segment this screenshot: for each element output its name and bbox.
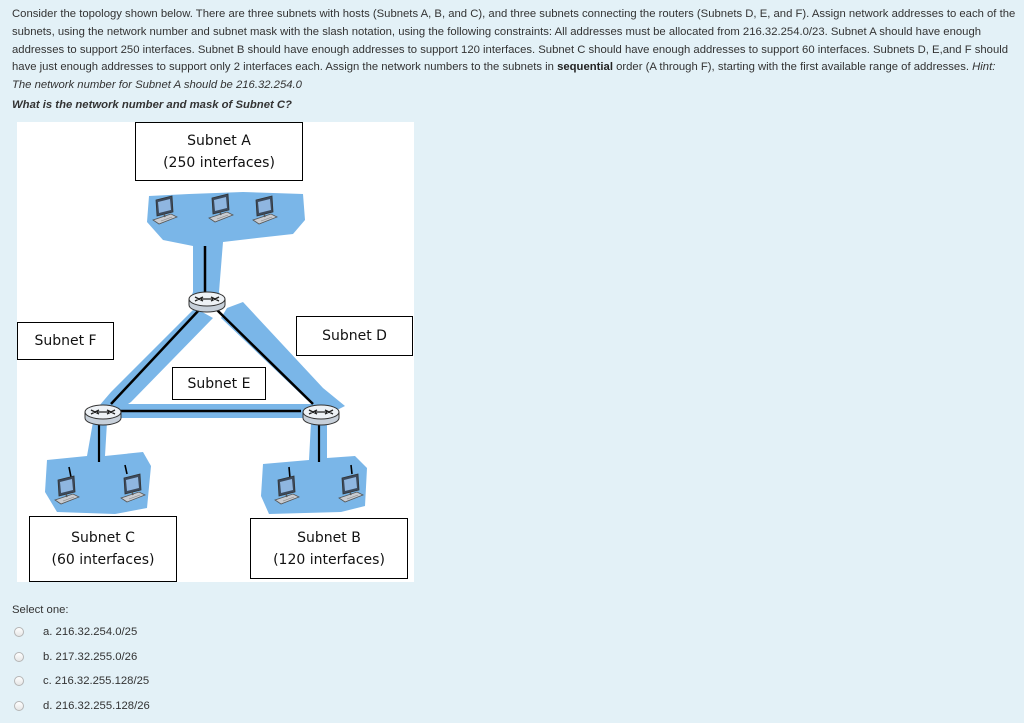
router-right-icon [302, 404, 340, 426]
option-c-text: c. 216.32.255.128/25 [43, 675, 150, 687]
topology-graphic [45, 192, 367, 514]
subnet-d-label: Subnet D [296, 316, 413, 356]
option-b-radio[interactable] [14, 652, 24, 662]
question-hint: Hint: The network number for Subnet A sh… [12, 61, 996, 92]
subnet-c-detail: (60 interfaces) [51, 552, 155, 568]
subnet-f-label: Subnet F [17, 322, 114, 360]
option-c-radio[interactable] [14, 676, 24, 686]
subnet-c-label: Subnet C (60 interfaces) [29, 516, 177, 582]
question-prompt: What is the network number and mask of S… [12, 99, 292, 111]
subnet-a-label: Subnet A (250 interfaces) [135, 122, 303, 181]
question-body-1: Consider the topology shown below. There… [12, 8, 1016, 74]
question-emphasis: sequential [557, 61, 613, 74]
subnet-c-name: Subnet C [71, 530, 135, 546]
question-body-2: order (A through F), starting with the f… [612, 61, 973, 74]
subnet-a-detail: (250 interfaces) [163, 154, 275, 171]
router-left-icon [84, 404, 122, 426]
subnet-e-name: Subnet E [187, 375, 251, 392]
subnet-f-name: Subnet F [34, 333, 97, 349]
router-top-icon [188, 291, 226, 313]
option-a-text: a. 216.32.254.0/25 [43, 626, 138, 638]
topology-diagram: Subnet A (250 interfaces) Subnet F Subne… [17, 122, 414, 582]
question-text: Consider the topology shown below. There… [12, 6, 1016, 95]
option-c[interactable]: c. 216.32.255.128/25 [14, 671, 149, 691]
subnet-d-cloud [221, 302, 345, 414]
option-a-radio[interactable] [14, 627, 24, 637]
option-d-radio[interactable] [14, 701, 24, 711]
subnet-b-detail: (120 interfaces) [273, 551, 385, 568]
subnet-b-name: Subnet B [297, 529, 361, 546]
subnet-b-label: Subnet B (120 interfaces) [250, 518, 408, 579]
option-d-text: d. 216.32.255.128/26 [43, 700, 150, 712]
option-a[interactable]: a. 216.32.254.0/25 [14, 622, 137, 642]
subnet-d-name: Subnet D [322, 328, 387, 344]
subnet-e-label: Subnet E [172, 367, 266, 400]
option-d[interactable]: d. 216.32.255.128/26 [14, 696, 150, 716]
subnet-a-name: Subnet A [187, 132, 251, 149]
select-one-label: Select one: [12, 604, 69, 616]
option-b-text: b. 217.32.255.0/26 [43, 651, 138, 663]
option-b[interactable]: b. 217.32.255.0/26 [14, 647, 137, 667]
